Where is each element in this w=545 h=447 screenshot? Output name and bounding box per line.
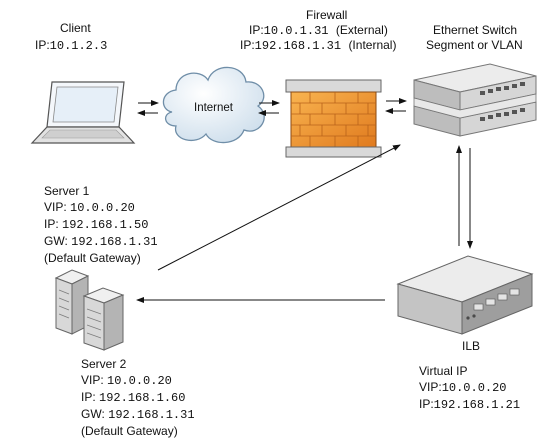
server-1-gw-label: GW: <box>44 234 68 248</box>
ilb-ip-label: IP: <box>419 397 434 411</box>
server-1-ip-value: 192.168.1.50 <box>62 218 149 232</box>
switch-label-line1: Ethernet Switch <box>433 23 518 37</box>
server-1-vip-value: 10.0.0.20 <box>70 201 135 215</box>
switch-label-line2: Segment or VLAN <box>426 38 523 52</box>
server-1-label: Server 1 VIP: 10.0.0.20 IP: 192.168.1.50… <box>44 183 158 266</box>
ilb-ip-value: 192.168.1.21 <box>433 398 521 412</box>
firewall-external-ip-value: 10.0.1.31 <box>263 24 329 38</box>
firewall-internal-tag: (Internal) <box>348 38 397 52</box>
ethernet-switch-icon <box>413 63 537 137</box>
server-2-label: Server 2 VIP: 10.0.0.20 IP: 192.168.1.60… <box>81 356 195 439</box>
firewall-external-tag: (External) <box>335 23 388 37</box>
server-1-gw-value: 192.168.1.31 <box>71 235 158 249</box>
client-ip-value: 10.1.2.3 <box>49 39 108 53</box>
ilb-vip-block: Virtual IP VIP:10.0.0.20 IP:192.168.1.21 <box>419 363 520 413</box>
internet-cloud-icon <box>162 66 265 144</box>
server-1-gw-note: (Default Gateway) <box>44 251 141 265</box>
ilb-vip-label: VIP: <box>419 380 442 394</box>
ilb-vip: VIP:10.0.0.20 <box>419 379 520 396</box>
server-2-ip-label: IP: <box>81 390 96 404</box>
switch-ilb-arrows <box>456 145 473 249</box>
firewall-icon <box>285 79 382 158</box>
firewall-internal-ip-value: 192.168.1.31 <box>254 39 342 53</box>
server-1-ip: IP: 192.168.1.50 <box>44 216 158 233</box>
firewall-external-ip: IP:10.0.1.31 (External) <box>249 23 388 39</box>
client-internet-arrows <box>137 100 159 116</box>
ilb-title: ILB <box>462 339 481 353</box>
server-2-ip-value: 192.168.1.60 <box>99 391 186 405</box>
server-2-vip-value: 10.0.0.20 <box>107 374 172 388</box>
client-ip: IP:10.1.2.3 <box>35 38 107 54</box>
client-ip-label: IP: <box>35 38 50 52</box>
server-1-tower-icon <box>54 269 90 335</box>
server-2-gw-note: (Default Gateway) <box>81 424 178 438</box>
server-1-vip-label: VIP: <box>44 200 67 214</box>
ilb-vip-title: Virtual IP <box>419 364 468 378</box>
ilb-appliance-icon <box>396 255 534 335</box>
ilb-vip-value: 10.0.0.20 <box>441 381 507 395</box>
server-2-gw-value: 192.168.1.31 <box>108 408 195 422</box>
server-switch-arrow <box>157 144 401 271</box>
server-1-title: Server 1 <box>44 184 90 198</box>
server-2-ip: IP: 192.168.1.60 <box>81 389 195 406</box>
client-title: Client <box>60 21 91 35</box>
firewall-switch-arrows <box>385 98 407 114</box>
firewall-ip-label-external: IP: <box>249 23 264 37</box>
server-2-vip: VIP: 10.0.0.20 <box>81 372 195 389</box>
server-2-gw-label: GW: <box>81 407 105 421</box>
server-1-ip-label: IP: <box>44 217 59 231</box>
internet-firewall-arrows <box>258 100 280 116</box>
firewall-ip-label-internal: IP: <box>240 38 255 52</box>
server-1-gw: GW: 192.168.1.31 <box>44 233 158 250</box>
firewall-title: Firewall <box>306 8 348 22</box>
server-2-tower-icon <box>82 287 125 351</box>
internet-label: Internet <box>194 102 233 114</box>
laptop-icon <box>30 81 136 144</box>
ilb-ip: IP:192.168.1.21 <box>419 396 520 413</box>
server-2-title: Server 2 <box>81 357 127 371</box>
server-2-gw: GW: 192.168.1.31 <box>81 406 195 423</box>
server-1-vip: VIP: 10.0.0.20 <box>44 199 158 216</box>
firewall-internal-ip: IP:192.168.1.31 (Internal) <box>240 38 396 54</box>
server-2-vip-label: VIP: <box>81 373 104 387</box>
